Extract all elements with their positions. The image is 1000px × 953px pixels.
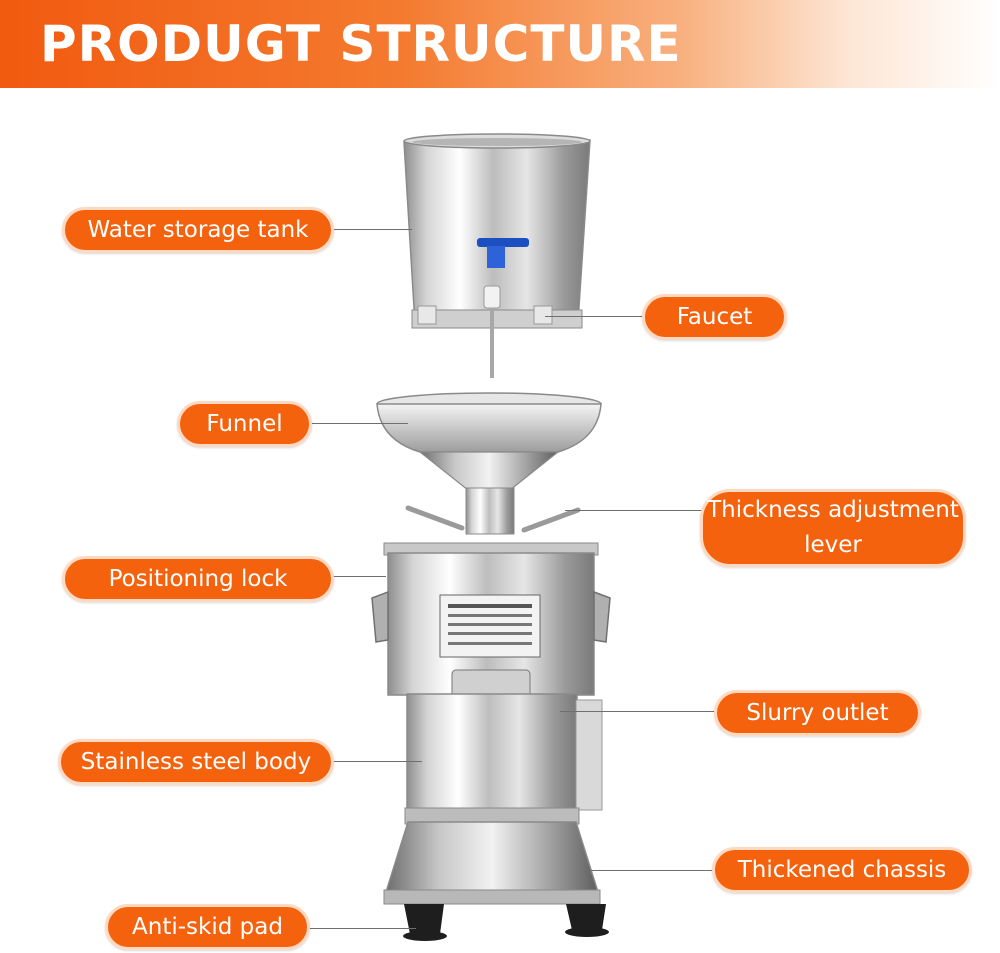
leader-funnel (308, 423, 408, 424)
leader-water-storage-tank (330, 229, 412, 230)
label-funnel: Funnel (177, 401, 312, 447)
title-banner: PRODUGT STRUCTURE (0, 0, 1000, 88)
positioning-lock-shape (371, 590, 611, 643)
leader-thickness-lever (565, 510, 702, 511)
label-water-storage-tank: Water storage tank (62, 207, 334, 253)
faucet-shape (477, 238, 529, 378)
label-slurry-outlet: Slurry outlet (714, 690, 921, 736)
leader-slurry-outlet (560, 711, 716, 712)
leader-anti-skid-pad (306, 928, 416, 929)
label-stainless-steel-body: Stainless steel body (58, 739, 334, 785)
leader-thickened-chassis (590, 870, 714, 871)
leader-faucet (545, 316, 643, 317)
page-title: PRODUGT STRUCTURE (40, 15, 682, 73)
label-faucet: Faucet (642, 294, 787, 340)
anti-skid-pad-shape (403, 904, 609, 941)
leader-positioning-lock (330, 576, 386, 577)
funnel-shape (376, 392, 602, 535)
adjustment-lever-shape (405, 505, 581, 533)
label-anti-skid-pad: Anti-skid pad (105, 904, 310, 950)
chassis-shape (383, 821, 601, 905)
label-thickness-adjustment-lever: Thickness adjustment lever (700, 489, 966, 567)
water-tank-shape (403, 133, 591, 329)
label-thickened-chassis: Thickened chassis (712, 847, 972, 893)
label-positioning-lock: Positioning lock (62, 556, 334, 602)
leader-stainless-steel-body (332, 761, 422, 762)
stainless-body-shape (404, 693, 603, 825)
